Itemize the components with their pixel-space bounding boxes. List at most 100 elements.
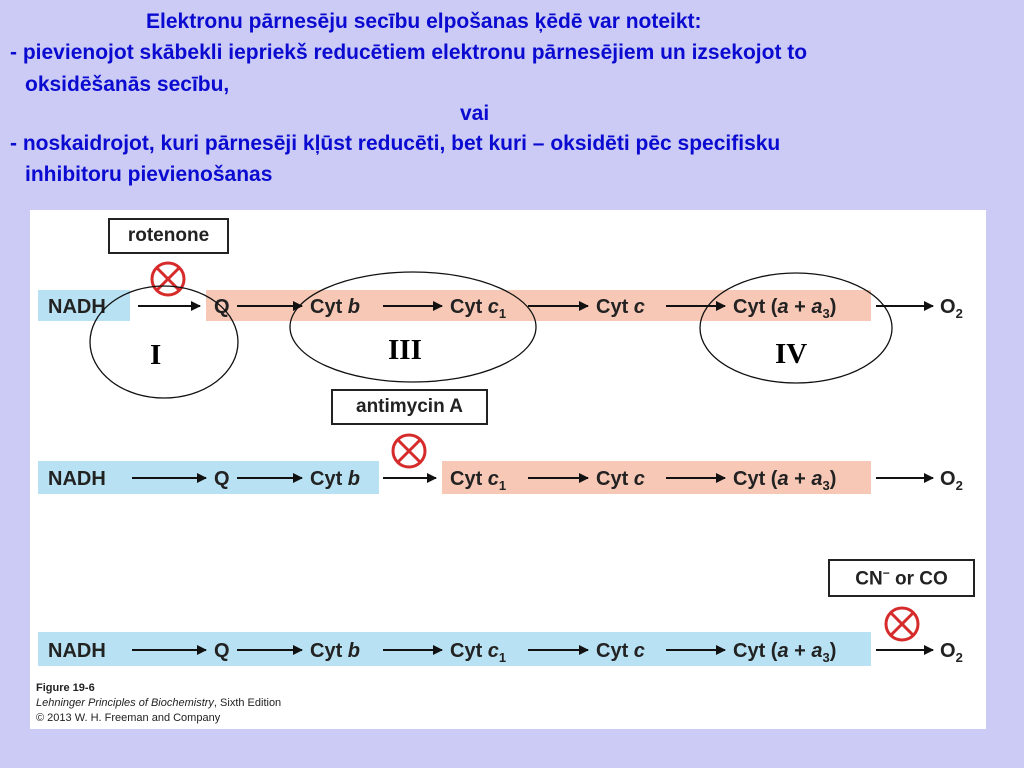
cytc1-label: Cyt c1 [450, 640, 506, 665]
o2-subscript: 2 [956, 306, 963, 321]
bullet-1-text: pievienojot skābekli iepriekš reducētiem… [22, 41, 808, 64]
cytc-label: Cyt c [596, 468, 645, 490]
cytaa3-plus: + [789, 468, 812, 490]
o2-letter: O [940, 296, 956, 318]
figure-caption: Figure 19-6 Lehninger Principles of Bioc… [36, 681, 281, 726]
cytaa3-label: Cyt (a + a3) [733, 468, 836, 493]
cytc-text: Cyt [596, 640, 634, 662]
complex-markers [89, 271, 893, 399]
nadh-label: NADH [48, 468, 106, 490]
cytb-letter: b [348, 640, 360, 662]
cytaa3-subscript: 3 [823, 306, 830, 321]
cytc-text: Cyt [596, 296, 634, 318]
cytb-text: Cyt [310, 640, 348, 662]
bullet-1-line-2: oksidēšanās secību, [25, 73, 230, 96]
o2-label: O2 [940, 296, 963, 321]
cytaa3-a: a [777, 640, 788, 662]
cytaa3-subscript: 3 [823, 478, 830, 493]
cyanide-suffix: or CO [889, 568, 948, 590]
cytaa3-a: a [777, 296, 788, 318]
bullet-2-text: noskaidrojot, kuri pārnesēji kļūst reduc… [22, 132, 781, 155]
cytaa3-open: Cyt ( [733, 468, 778, 490]
cytb-letter: b [348, 296, 360, 318]
o2-label: O2 [940, 468, 963, 493]
cytc-letter: c [634, 640, 645, 662]
antimycin-box: antimycin A [331, 389, 488, 425]
cytaa3-open: Cyt ( [733, 640, 778, 662]
cytc-letter: c [634, 296, 645, 318]
q-label: Q [214, 640, 230, 662]
cytaa3-close: ) [830, 468, 837, 490]
cytc-label: Cyt c [596, 640, 645, 662]
cytc1-label: Cyt c1 [450, 296, 506, 321]
cytc1-text: Cyt [450, 296, 488, 318]
complex-4-label: IV [775, 338, 807, 370]
bullet-2-line-1: - noskaidrojot, kuri pārnesēji kļūst red… [10, 130, 780, 158]
cytaa3-plus: + [789, 296, 812, 318]
cytc1-text: Cyt [450, 468, 488, 490]
bullet-dash: - [10, 132, 17, 155]
nadh-label: NADH [48, 296, 106, 318]
rotenone-label: rotenone [127, 225, 210, 246]
chain-row-cyanide: NADH Q Cyt b Cyt c1 Cyt c Cyt (a + a3) O… [38, 606, 963, 666]
chain-diagram: NADH Q Cyt b Cyt c1 Cyt c Cyt (a + a3) O… [38, 261, 963, 666]
chain-row-rotenone: NADH Q Cyt b Cyt c1 Cyt c Cyt (a + a3) O… [38, 261, 963, 321]
cytaa3-close: ) [830, 296, 837, 318]
complex-1-ellipse [89, 285, 239, 399]
cytc1-subscript: 1 [499, 478, 506, 493]
cytc-letter: c [634, 468, 645, 490]
o2-letter: O [940, 640, 956, 662]
cytaa3-open: Cyt ( [733, 296, 778, 318]
o2-subscript: 2 [956, 650, 963, 665]
complex-3-label: III [388, 334, 422, 366]
cytb-label: Cyt b [310, 296, 360, 318]
cytaa3-a: a [777, 468, 788, 490]
cytaa3-label: Cyt (a + a3) [733, 640, 836, 665]
inhibitor-icon [884, 606, 920, 642]
cytc1-letter: c [488, 296, 499, 318]
cytb-text: Cyt [310, 296, 348, 318]
cytc1-subscript: 1 [499, 650, 506, 665]
book-title: Lehninger Principles of Biochemistry [36, 697, 214, 709]
nadh-label: NADH [48, 640, 106, 662]
cytaa3-a3: a [811, 468, 822, 490]
bullet-dash: - [10, 41, 17, 64]
cytc1-subscript: 1 [499, 306, 506, 321]
chain-row-antimycin: NADH Q Cyt b Cyt c1 Cyt c Cyt (a + a3) O… [38, 433, 963, 494]
inhibitor-icon [391, 433, 427, 469]
cytaa3-label: Cyt (a + a3) [733, 296, 836, 321]
antimycin-label: antimycin A [356, 396, 463, 417]
cyanide-label: CN− or CO [855, 566, 948, 590]
cyanide-prefix: CN [855, 568, 883, 590]
cytc1-text: Cyt [450, 640, 488, 662]
cytc1-letter: c [488, 468, 499, 490]
cytaa3-a3: a [811, 296, 822, 318]
cytaa3-plus: + [789, 640, 812, 662]
cytc1-label: Cyt c1 [450, 468, 506, 493]
cyanide-charge: − [882, 565, 890, 580]
cyanide-box: CN− or CO [828, 559, 975, 597]
cytc1-letter: c [488, 640, 499, 662]
complex-1-label: I [150, 339, 161, 371]
cytb-label: Cyt b [310, 640, 360, 662]
cytb-letter: b [348, 468, 360, 490]
cytaa3-subscript: 3 [823, 650, 830, 665]
figure-label: Figure 19-6 [36, 682, 95, 694]
complex-4-ellipse [699, 272, 893, 384]
cytc-text: Cyt [596, 468, 634, 490]
electron-transport-figure: rotenone antimycin A CN− or CO NADH Q Cy… [30, 210, 986, 729]
cytaa3-a3: a [811, 640, 822, 662]
rotenone-box: rotenone [108, 218, 229, 254]
complex-3-ellipse [289, 271, 537, 383]
inhibitor-icon [150, 261, 186, 297]
figure-copyright: © 2013 W. H. Freeman and Company [36, 712, 221, 724]
or-text: vai [460, 102, 490, 125]
o2-letter: O [940, 468, 956, 490]
cytaa3-close: ) [830, 640, 837, 662]
book-edition: , Sixth Edition [213, 697, 282, 709]
reduced-band [38, 290, 130, 321]
o2-subscript: 2 [956, 478, 963, 493]
o2-label: O2 [940, 640, 963, 665]
cytc-label: Cyt c [596, 296, 645, 318]
bullet-2-line-2: inhibitoru pievienošanas [25, 163, 273, 186]
